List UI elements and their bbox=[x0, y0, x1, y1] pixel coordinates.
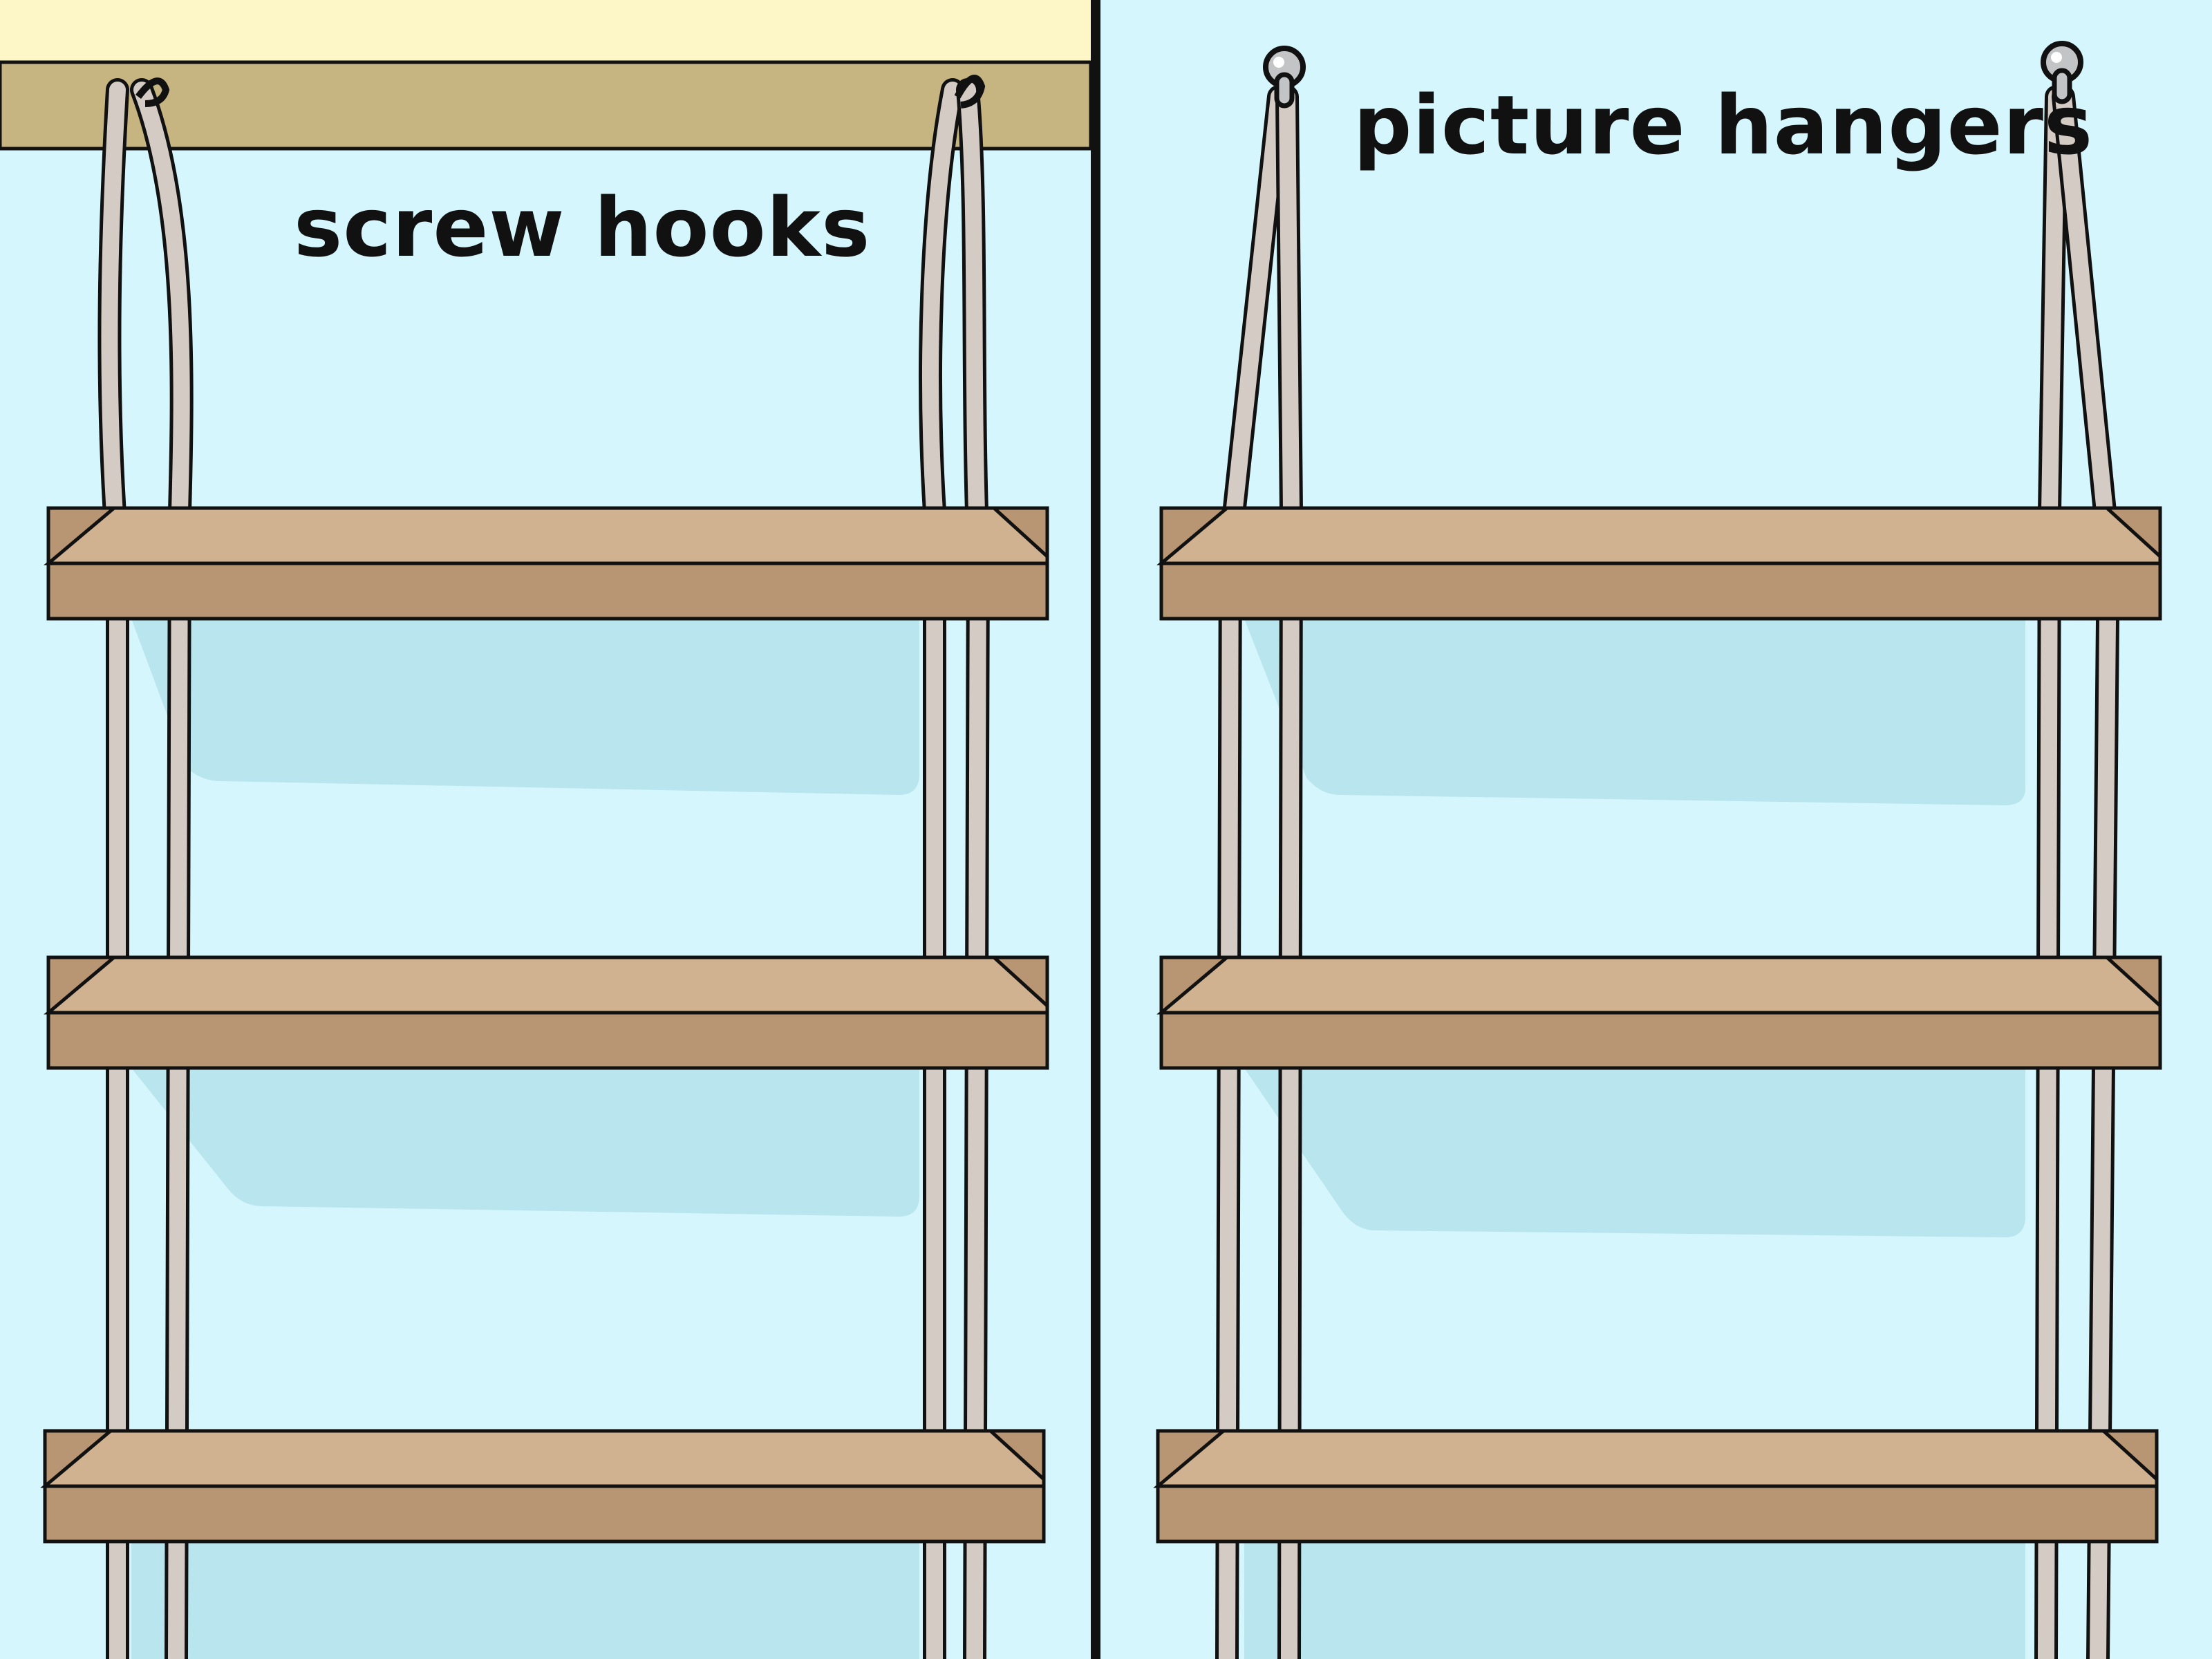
picture-hangers-label: picture hangers bbox=[1353, 77, 2094, 173]
picture-hanger-icon bbox=[1263, 41, 2083, 109]
panel-divider bbox=[1091, 0, 1100, 1659]
screw-hooks-label: screw hooks bbox=[294, 180, 871, 275]
left-panel bbox=[0, 0, 1093, 1659]
ceiling bbox=[0, 0, 1091, 62]
right-panel bbox=[1100, 0, 2212, 1659]
shelf-shadows-left bbox=[131, 619, 919, 1659]
ropes-left bbox=[97, 78, 991, 1659]
crown-molding bbox=[0, 60, 1093, 151]
screw-hook-icon bbox=[135, 75, 986, 109]
shelf-shadows-right bbox=[1244, 619, 2025, 1659]
